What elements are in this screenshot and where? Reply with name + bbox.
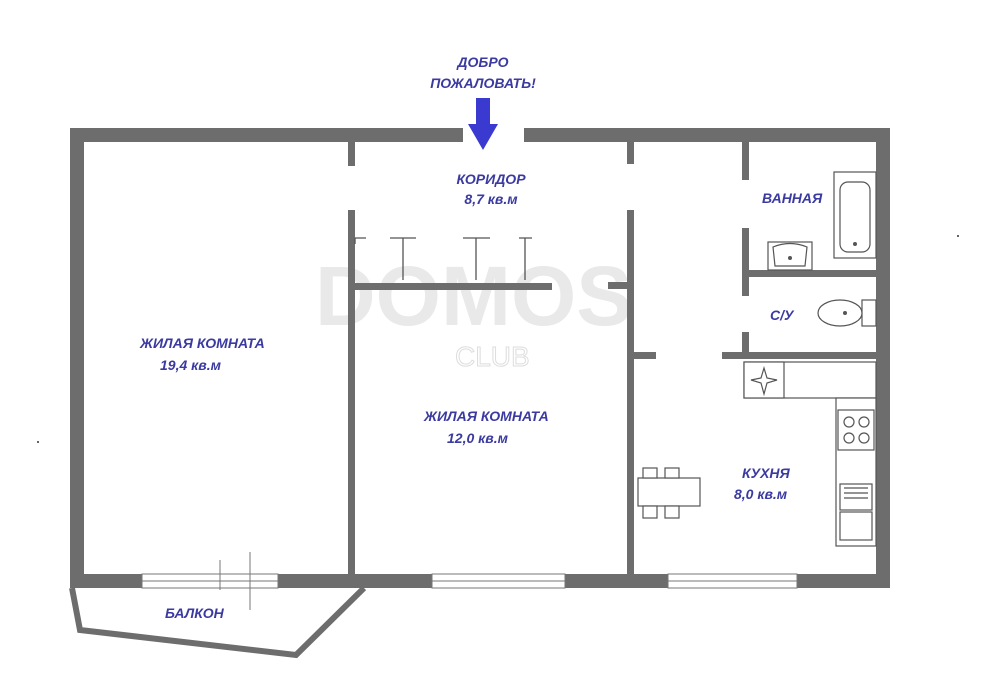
room-name-toilet: С/У <box>770 307 795 323</box>
entrance-arrow-icon <box>468 98 498 150</box>
room-area-corridor: 8,7 кв.м <box>464 191 518 207</box>
interior-walls <box>348 142 876 575</box>
windows <box>141 552 798 610</box>
outer-walls <box>70 128 890 588</box>
watermark: DOMOS CLUB <box>315 249 632 373</box>
toilet-icon <box>817 299 877 327</box>
room-name-living1: ЖИЛАЯ КОМНАТА <box>139 335 265 351</box>
watermark-text: DOMOS <box>315 249 632 343</box>
room-area-kitchen: 8,0 кв.м <box>734 486 788 502</box>
dining-table-icon <box>637 467 701 519</box>
bathtub-icon <box>833 171 877 259</box>
watermark-sub: CLUB <box>455 341 530 372</box>
balcony-outline <box>69 585 367 659</box>
room-area-living2: 12,0 кв.м <box>447 430 509 446</box>
sink-icon <box>767 241 813 271</box>
room-name-bathroom: ВАННАЯ <box>762 190 823 206</box>
room-name-living2: ЖИЛАЯ КОМНАТА <box>423 408 549 424</box>
closet-fixtures <box>354 237 532 280</box>
room-name-balcony: БАЛКОН <box>165 605 225 621</box>
welcome-line1: ДОБРО <box>456 54 508 70</box>
welcome-line2: ПОЖАЛОВАТЬ! <box>430 75 536 91</box>
kitchen-fixtures <box>743 361 877 547</box>
room-area-living1: 19,4 кв.м <box>160 357 222 373</box>
room-name-kitchen: КУХНЯ <box>742 465 791 481</box>
room-name-corridor: КОРИДОР <box>456 171 526 187</box>
